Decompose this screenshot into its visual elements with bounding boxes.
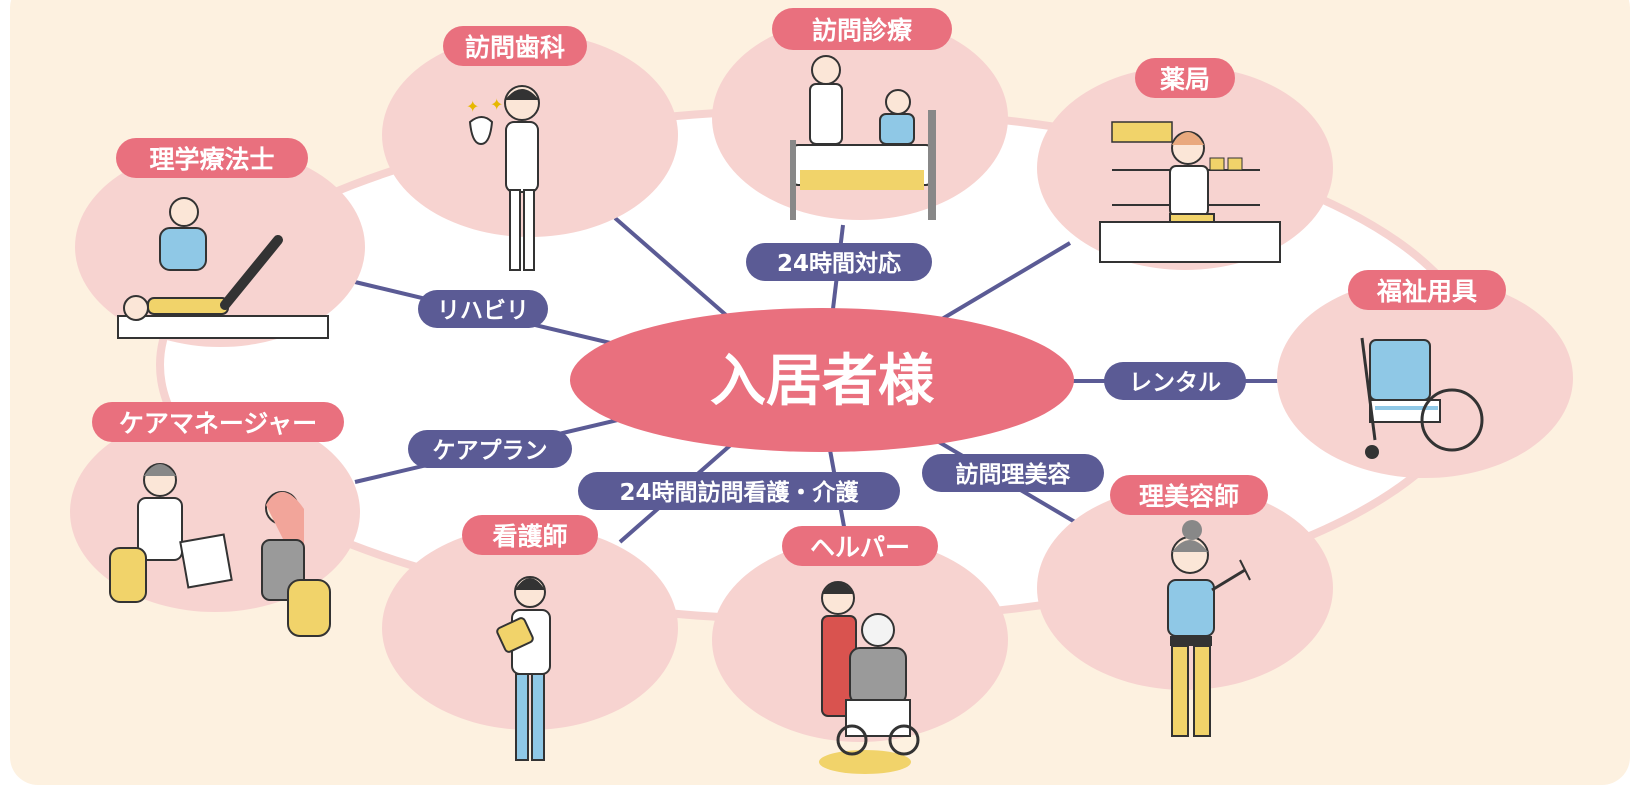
svg-text:✦: ✦ — [466, 97, 479, 116]
connection-label-caremgr: ケアプラン — [433, 438, 548, 464]
svg-text:✦: ✦ — [490, 95, 503, 114]
provider-label-doctor: 訪問診療 — [812, 16, 912, 45]
provider-label-welfare: 福祉用具 — [1376, 277, 1477, 306]
provider-caremgr: ケアマネージャー — [70, 402, 360, 637]
care-manager-icon — [109, 463, 331, 637]
provider-label-caremgr: ケアマネージャー — [119, 409, 317, 438]
provider-dental: ✦ ✦ 訪問歯科 — [382, 26, 678, 271]
provider-pt: 理学療法士 — [75, 138, 365, 347]
provider-doctor: 訪問診療 — [712, 8, 1008, 220]
provider-barber: 理美容師 — [1037, 475, 1333, 737]
provider-label-barber: 理美容師 — [1139, 482, 1239, 511]
provider-label-pt: 理学療法士 — [149, 145, 274, 174]
doctor-bed-icon — [790, 55, 936, 220]
provider-nurse: 看護師 — [382, 515, 678, 761]
hairdresser-icon — [1167, 520, 1251, 737]
provider-label-nurse: 看護師 — [492, 522, 567, 551]
connection-label-doctor: 24時間対応 — [777, 250, 901, 277]
pharmacist-icon — [1099, 121, 1281, 263]
provider-helper: ヘルパー — [712, 526, 1008, 774]
provider-pharmacy: 薬局 — [1037, 58, 1333, 270]
provider-welfare: 福祉用具 — [1277, 270, 1573, 478]
center-node: 入居者様 — [570, 308, 1074, 452]
connection-doctor: 24時間対応 — [746, 243, 932, 281]
connection-welfare: レンタル — [1104, 362, 1246, 400]
connection-nurse: 24時間訪問看護・介護 — [578, 472, 900, 510]
connection-label-welfare: レンタル — [1129, 370, 1221, 396]
center-label: 入居者様 — [710, 349, 935, 414]
connection-barber: 訪問理美容 — [922, 454, 1104, 492]
provider-label-dental: 訪問歯科 — [465, 33, 565, 62]
dentist-icon: ✦ ✦ — [466, 85, 540, 271]
connection-label-pt: リハビリ — [437, 298, 529, 324]
provider-label-helper: ヘルパー — [810, 533, 910, 562]
connection-label-nurse: 24時間訪問看護・介護 — [619, 479, 859, 506]
connection-label-barber: 訪問理美容 — [956, 461, 1071, 488]
connection-pt: リハビリ — [418, 290, 548, 328]
wheelchair-icon — [1360, 337, 1484, 459]
provider-label-pharmacy: 薬局 — [1160, 65, 1210, 94]
connection-caremgr: ケアプラン — [408, 430, 572, 468]
nurse-icon — [496, 576, 551, 761]
physical-therapist-icon — [117, 197, 329, 339]
helper-icon — [819, 581, 920, 774]
